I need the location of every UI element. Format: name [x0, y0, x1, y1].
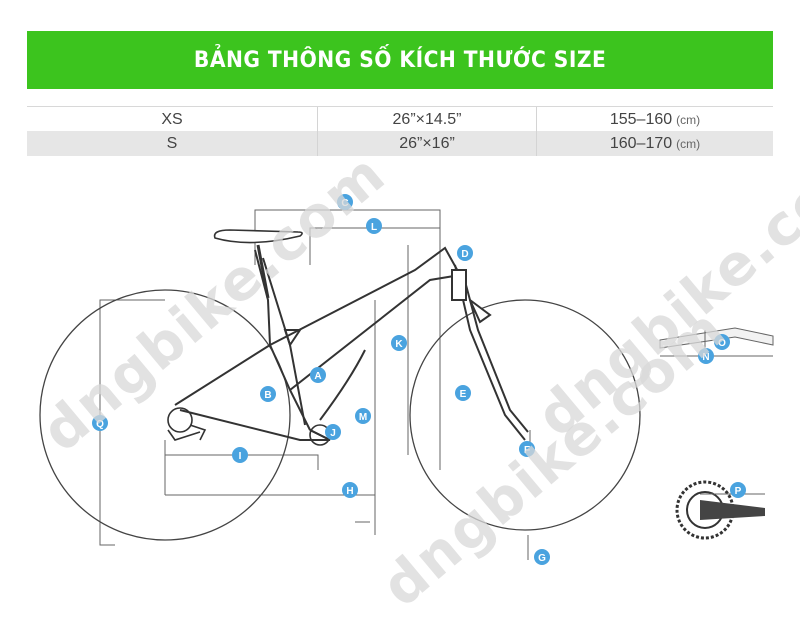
height-unit: (cm) — [676, 136, 701, 151]
svg-text:C: C — [341, 198, 348, 209]
svg-text:P: P — [735, 486, 742, 497]
bike-frame — [174, 246, 461, 441]
frame-cell: 26”×14.5” — [317, 107, 537, 132]
frame-cell: 26”×16” — [317, 131, 537, 156]
svg-text:G: G — [538, 553, 546, 564]
size-cell: XS — [161, 110, 183, 128]
title-banner: BẢNG THÔNG SỐ KÍCH THƯỚC SIZE — [27, 31, 773, 89]
seatpost — [256, 244, 270, 299]
svg-text:A: A — [314, 371, 321, 382]
svg-text:H: H — [346, 486, 353, 497]
svg-text:K: K — [395, 339, 403, 350]
label-marker-c: C — [337, 194, 353, 210]
height-cell: 155–160 (cm) — [537, 107, 773, 132]
drivetrain — [167, 407, 331, 446]
label-marker-k: K — [391, 335, 407, 351]
label-marker-a: A — [310, 367, 326, 383]
svg-text:M: M — [359, 412, 367, 423]
svg-text:D: D — [461, 249, 468, 260]
label-marker-q: Q — [92, 415, 108, 431]
svg-text:N: N — [702, 352, 709, 363]
height-cell: 160–170 (cm) — [537, 131, 773, 156]
label-marker-p: P — [730, 482, 746, 498]
svg-text:E: E — [460, 389, 467, 400]
front-fork — [451, 264, 529, 441]
svg-text:F: F — [524, 445, 530, 456]
label-marker-j: J — [325, 424, 341, 440]
svg-text:B: B — [264, 390, 271, 401]
svg-text:L: L — [371, 222, 377, 233]
table-row: S 26”×16” 160–170 (cm) — [27, 131, 773, 156]
svg-text:I: I — [239, 451, 242, 462]
crankset-detail — [675, 480, 765, 540]
label-marker-b: B — [260, 386, 276, 402]
svg-text:J: J — [330, 428, 336, 439]
svg-text:Q: Q — [96, 419, 104, 430]
label-marker-i: I — [232, 447, 248, 463]
label-marker-o: O — [714, 334, 730, 350]
height-value: 160–170 — [609, 134, 673, 152]
label-marker-n: N — [698, 348, 714, 364]
front-wheel — [409, 299, 641, 531]
label-marker-h: H — [342, 482, 358, 498]
size-cell: S — [166, 134, 178, 152]
svg-text:O: O — [718, 338, 726, 349]
label-marker-d: D — [457, 245, 473, 261]
bike-geometry-diagram: A B C D E F G H I J K L — [39, 194, 774, 565]
height-value: 155–160 — [609, 110, 673, 128]
table-row: XS 26”×14.5” 155–160 (cm) — [27, 106, 773, 132]
label-marker-m: M — [355, 408, 371, 424]
size-table: XS 26”×14.5” 155–160 (cm) S 26”×16” 160–… — [27, 106, 773, 156]
label-marker-e: E — [455, 385, 471, 401]
label-marker-f: F — [519, 441, 535, 457]
label-marker-g: G — [534, 549, 550, 565]
rear-wheel — [39, 289, 291, 541]
label-marker-l: L — [366, 218, 382, 234]
page-title: BẢNG THÔNG SỐ KÍCH THƯỚC SIZE — [193, 47, 607, 73]
saddle — [213, 229, 303, 244]
height-unit: (cm) — [676, 112, 701, 127]
